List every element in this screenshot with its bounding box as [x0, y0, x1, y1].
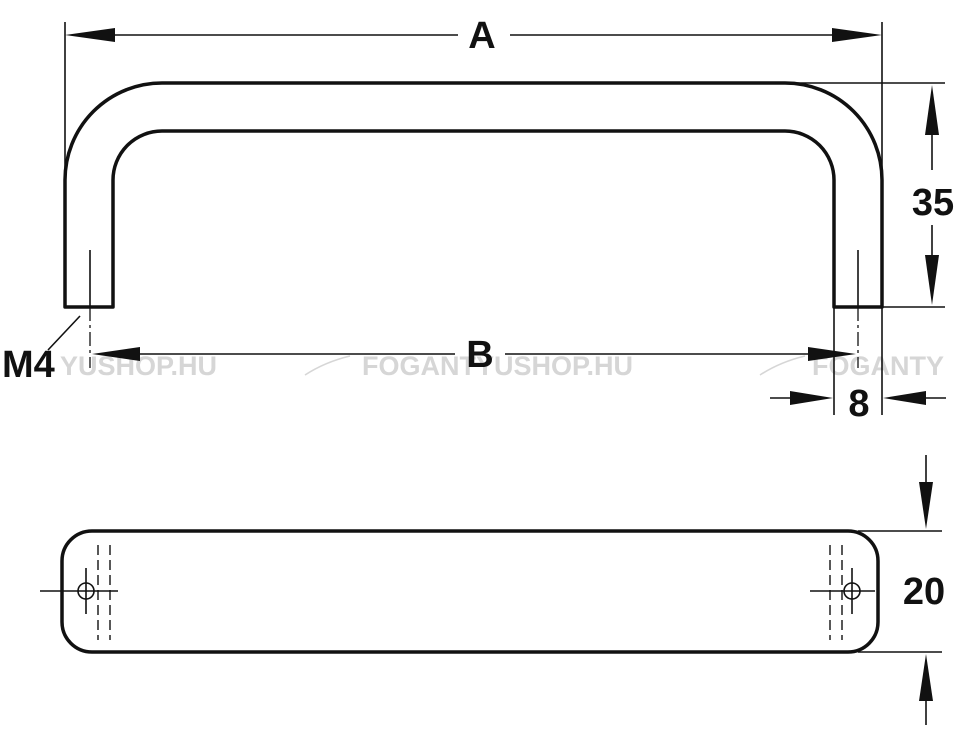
- thread-label: M4: [2, 344, 55, 386]
- dim-b-arrow-left: [92, 347, 140, 361]
- left-mounting-point: [40, 545, 118, 640]
- dimension-height: 35: [775, 82, 954, 308]
- dimension-depth: 20: [858, 455, 945, 725]
- dim-height-arrow-bottom: [925, 255, 939, 305]
- dimension-leg-width: 8: [770, 307, 946, 425]
- dim-depth-arrow-bottom: [919, 654, 933, 701]
- dimension-a: A: [64, 15, 883, 170]
- dim-b-label: B: [466, 334, 493, 376]
- watermark-center: FOGANTYUSHOP.HU: [362, 351, 633, 381]
- dim-a-label: A: [468, 15, 495, 57]
- dim-depth-arrow-top: [919, 482, 933, 529]
- watermark-swoosh-right: [759, 355, 806, 376]
- handle-top-view: [60, 529, 880, 654]
- dimension-b: B: [89, 307, 859, 376]
- right-mounting-point: [810, 545, 875, 640]
- thread-callout: M4: [2, 315, 81, 386]
- watermark-swoosh-center: [304, 355, 351, 376]
- dim-b-arrow-right: [808, 347, 856, 361]
- dim-height-label: 35: [912, 182, 954, 224]
- dim-depth-label: 20: [903, 571, 945, 613]
- handle-side-view: [63, 81, 884, 309]
- dim-leg-label: 8: [848, 383, 869, 425]
- thread-leader-line: [47, 315, 81, 351]
- dim-a-arrow-right: [832, 28, 882, 42]
- dim-a-arrow-left: [65, 28, 115, 42]
- dim-height-arrow-top: [925, 85, 939, 135]
- dim-leg-arrow-left: [790, 391, 833, 405]
- dim-leg-arrow-right: [883, 391, 926, 405]
